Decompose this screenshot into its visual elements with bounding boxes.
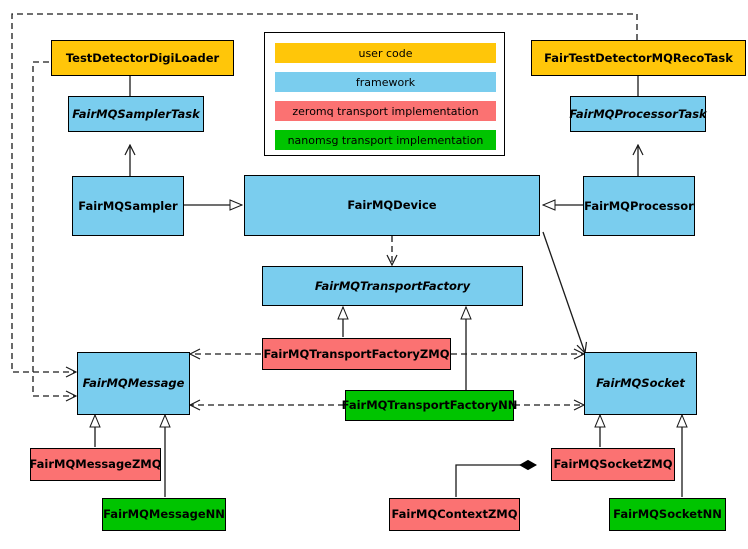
legend-item-user-code: user code	[275, 43, 496, 63]
class-box-fairmqsamplertask[interactable]: FairMQSamplerTask	[68, 96, 204, 132]
class-box-fairmqsocketnn[interactable]: FairMQSocketNN	[609, 498, 726, 531]
edge-device-socket	[542, 231, 585, 353]
class-box-fairmqtransportfactory[interactable]: FairMQTransportFactory	[262, 266, 523, 306]
class-box-fairmqcontextzmq[interactable]: FairMQContextZMQ	[389, 498, 520, 531]
legend-item-framework: framework	[275, 72, 496, 92]
class-box-fairmqdevice[interactable]: FairMQDevice	[244, 175, 540, 236]
class-box-testdetectordigiloader[interactable]: TestDetectorDigiLoader	[51, 40, 234, 76]
class-box-fairmqsocket[interactable]: FairMQSocket	[584, 352, 697, 415]
class-box-fairtestdetectormqrecotask[interactable]: FairTestDetectorMQRecoTask	[531, 40, 746, 76]
class-box-fairmqprocessortask[interactable]: FairMQProcessorTask	[569, 96, 707, 132]
class-box-fairmqmessagezmq[interactable]: FairMQMessageZMQ	[29, 448, 162, 481]
class-box-fairmqsampler[interactable]: FairMQSampler	[72, 176, 184, 236]
legend-item-zeromq: zeromq transport implementation	[275, 101, 496, 121]
class-box-fairmqmessagenn[interactable]: FairMQMessageNN	[102, 498, 226, 531]
class-box-fairmqsocketzmq[interactable]: FairMQSocketZMQ	[551, 448, 675, 481]
class-box-fairmqtransportfactoryzmq[interactable]: FairMQTransportFactoryZMQ	[262, 338, 451, 370]
class-box-fairmqtransportfactorynn[interactable]: FairMQTransportFactoryNN	[342, 390, 517, 421]
class-box-fairmqmessage[interactable]: FairMQMessage	[77, 352, 190, 415]
edge-contextzmq-socketzmq	[455, 465, 536, 497]
legend-item-nanomsg: nanomsg transport implementation	[275, 130, 496, 150]
class-box-fairmqprocessor[interactable]: FairMQProcessor	[583, 176, 695, 236]
legend-panel: user code framework zeromq transport imp…	[264, 32, 505, 156]
